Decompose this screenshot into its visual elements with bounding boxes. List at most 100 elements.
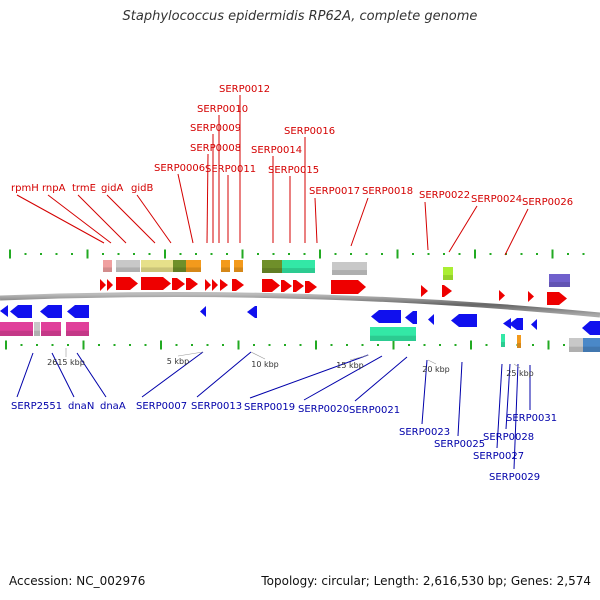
genome-summary-text: Topology: circular; Length: 2,616,530 bp…	[261, 574, 591, 588]
gene-label-forward-leader	[177, 173, 194, 244]
feature-block	[186, 260, 201, 272]
tick-mark	[160, 340, 162, 350]
tick-mark	[582, 253, 585, 255]
tick-mark	[423, 344, 426, 346]
gene-label-forward: SERP0026	[522, 197, 573, 208]
feature-block-shade	[501, 342, 505, 347]
tick-mark	[133, 253, 135, 255]
tick-mark	[330, 344, 333, 346]
tick-mark	[148, 253, 151, 255]
feature-block	[443, 267, 453, 280]
feature-block-shade	[234, 267, 243, 272]
gene-label-reverse: SERP2551	[11, 401, 62, 412]
feature-block-shade	[103, 267, 112, 272]
gene-label-forward: gidA	[101, 183, 123, 194]
tick-mark	[563, 344, 565, 346]
tick-mark	[222, 344, 224, 346]
gene-label-reverse-leader	[16, 352, 34, 398]
tick-mark	[206, 344, 209, 346]
tick-mark	[20, 344, 23, 346]
tick-mark	[346, 344, 348, 346]
forward-gene-arrow	[141, 277, 171, 290]
forward-gene-arrow	[547, 292, 567, 305]
forward-gene-arrow	[528, 291, 534, 302]
gene-label-forward: SERP0009	[190, 123, 241, 134]
forward-gene-arrow	[172, 278, 185, 290]
tick-mark	[164, 249, 166, 259]
tick-mark	[412, 253, 414, 255]
tick-mark	[334, 253, 337, 255]
reverse-gene-arrow	[582, 321, 600, 335]
tick-mark	[241, 249, 244, 259]
gene-label-forward-leader	[136, 194, 172, 244]
scale-leader	[250, 351, 266, 360]
feature-block	[332, 262, 367, 275]
gene-label-reverse: SERP0029	[489, 472, 540, 483]
tick-mark	[9, 249, 11, 259]
tick-mark	[24, 253, 27, 255]
feature-block-shade	[332, 270, 367, 275]
scale-label: 20 kbp	[422, 365, 450, 374]
gene-label-forward-leader	[424, 201, 429, 251]
tick-mark	[439, 344, 441, 346]
gene-label-forward-leader	[47, 194, 112, 244]
gene-label-forward: SERP0014	[251, 145, 302, 156]
tick-mark	[288, 253, 290, 255]
tick-mark	[179, 253, 182, 255]
gene-label-forward: SERP0011	[205, 164, 256, 175]
feature-block-shade	[173, 267, 186, 272]
feature-block-shade	[221, 267, 230, 272]
gene-arrows	[0, 277, 600, 335]
gene-label-reverse: SERP0025	[434, 439, 485, 450]
forward-gene-arrow	[100, 279, 106, 291]
feature-block	[41, 322, 61, 336]
feature-block-shade	[443, 275, 453, 280]
gene-label-forward: SERP0012	[219, 84, 270, 95]
feature-block-shade	[34, 330, 40, 336]
tick-mark	[361, 344, 364, 346]
tick-mark	[536, 253, 538, 255]
reverse-gene-arrow	[503, 318, 511, 329]
gene-label-reverse-leader	[249, 354, 369, 399]
tick-mark	[257, 253, 259, 255]
forward-gene-arrow	[232, 279, 244, 291]
tick-mark	[113, 344, 116, 346]
tick-mark	[551, 249, 554, 259]
tick-mark	[470, 340, 472, 350]
tick-mark	[253, 344, 255, 346]
gene-label-reverse: SERP0019	[244, 402, 295, 413]
tick-mark	[365, 253, 368, 255]
gene-label-forward: SERP0016	[284, 126, 335, 137]
tick-mark	[381, 253, 383, 255]
tick-mark	[454, 344, 457, 346]
label-leader-lines	[16, 95, 531, 470]
gene-label-forward-leader	[350, 197, 369, 247]
tick-mark	[458, 253, 461, 255]
feature-blocks	[0, 260, 600, 352]
scale-label: 15 kbp	[336, 361, 364, 370]
gene-label-forward: gidB	[131, 183, 153, 194]
gene-label-forward-leader	[314, 197, 318, 244]
forward-gene-arrow	[281, 280, 292, 292]
tick-mark	[396, 249, 399, 259]
tick-mark	[86, 249, 89, 259]
feature-block-shade	[370, 335, 416, 341]
tick-mark	[40, 253, 42, 255]
scale-leader	[513, 363, 521, 369]
forward-gene-arrow	[220, 279, 228, 291]
feature-block-shade	[262, 268, 282, 273]
feature-block-shade	[41, 330, 61, 336]
gene-label-forward-leader	[77, 194, 127, 244]
tick-mark	[102, 253, 104, 255]
tick-mark	[226, 253, 228, 255]
feature-block	[501, 334, 505, 347]
tick-mark	[427, 253, 430, 255]
tick-mark	[443, 253, 445, 255]
tick-mark	[319, 249, 321, 259]
tick-mark	[489, 253, 492, 255]
gene-label-forward: rnpA	[42, 183, 66, 194]
tick-mark	[474, 249, 476, 259]
feature-block-shade	[116, 267, 140, 272]
gene-label-reverse-leader	[421, 359, 428, 425]
